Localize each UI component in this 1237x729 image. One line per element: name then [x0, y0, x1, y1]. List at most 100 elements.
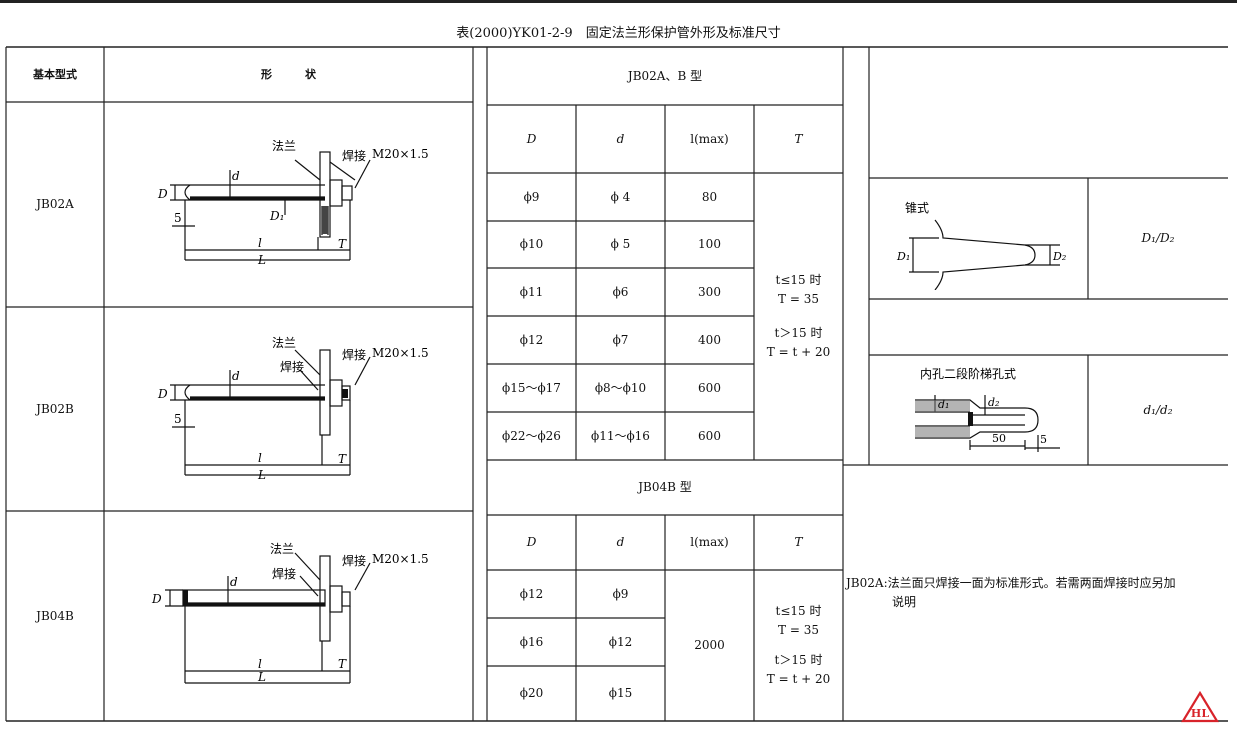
cone-label: 锥式	[905, 201, 929, 215]
step-dim-50: 50	[992, 432, 1006, 445]
dim-l: l	[258, 236, 262, 250]
jb04-r1-D: ϕ12	[519, 586, 544, 601]
dim-d: d	[232, 169, 240, 183]
col-lmax: l(max)	[690, 131, 729, 146]
jb02-r5-l: 600	[698, 380, 721, 395]
jb04-col-lmax: l(max)	[690, 535, 729, 550]
label-weld: 焊接	[280, 359, 304, 374]
jb04-col-T: T	[794, 535, 803, 550]
jb04-l-value: 2000	[694, 638, 725, 653]
jb02-r2-d: ϕ 5	[610, 237, 631, 252]
dim-d: d	[232, 369, 240, 383]
jb02-r3-d: ϕ6	[612, 284, 629, 299]
jb02-r3-D: ϕ11	[519, 284, 544, 299]
jb02-r5-d: ϕ8～ϕ10	[594, 380, 647, 395]
dim-L: L	[257, 670, 266, 684]
note-line-2: 说明	[892, 594, 917, 609]
jb04-r3-D: ϕ20	[519, 686, 544, 701]
jb04-r1-d: ϕ9	[612, 586, 629, 601]
cone-dim-D1: D₁	[896, 250, 910, 263]
label-thread: M20×1.5	[372, 346, 429, 360]
top-rule	[0, 0, 1237, 3]
header-type: 基本型式	[33, 67, 77, 81]
step-dim-5: 5	[1040, 433, 1047, 446]
dim-D1: D₁	[269, 209, 284, 223]
drawing-jb02b: 法兰 焊接 焊接 M20×1.5 D d 5 l L T	[157, 336, 429, 482]
jb02-T-cond2: t＞15 时	[774, 325, 823, 340]
jb02-T-val1: T = 35	[778, 292, 819, 307]
jb04-col-D: D	[526, 535, 537, 550]
jb04-T-rule: t≤15 时 T = 35 t＞15 时 T = t + 20	[754, 570, 843, 721]
type-jb02a: JB02A	[36, 197, 74, 212]
label-thread: M20×1.5	[372, 147, 429, 161]
jb02-r4-d: ϕ7	[612, 332, 629, 347]
drawing-jb02a: 法兰 焊接 M20×1.5 D d D₁ 5 l L T	[157, 140, 429, 267]
jb02-r1-D: ϕ9	[523, 189, 540, 204]
col-D: D	[526, 131, 537, 146]
jb02-r4-l: 400	[698, 332, 721, 347]
label-weld-right: 焊接	[342, 347, 366, 362]
jb02-r2-l: 100	[698, 237, 721, 252]
dim-T: T	[338, 657, 347, 671]
dim-T: T	[338, 452, 347, 466]
logo-text: HL	[1191, 707, 1209, 720]
page-title: 表(2000)YK01-2-9 固定法兰形保护管外形及标准尺寸	[456, 26, 781, 41]
dim-5: 5	[174, 412, 182, 426]
jb02-title: JB02A、B 型	[627, 68, 703, 83]
col-d: d	[616, 131, 625, 146]
jb04-r3-d: ϕ15	[608, 686, 633, 701]
jb02-r6-d: ϕ11～ϕ16	[591, 428, 650, 443]
note-jb02a: JB02A:法兰面只焊接一面为标准形式。若需两面焊接时应另加 说明	[846, 574, 1231, 611]
jb04-T-val2: T = t + 20	[766, 671, 831, 686]
jb04-r2-d: ϕ12	[608, 634, 633, 649]
drawing-cone: 锥式 D₁ D₂	[896, 201, 1066, 290]
jb04-title: JB04B 型	[638, 480, 692, 495]
jb02-r4-D: ϕ12	[519, 332, 544, 347]
jb02-T-val2: T = t + 20	[766, 344, 831, 359]
jb02-r5-D: ϕ15～ϕ17	[502, 380, 561, 395]
jb04-T-cond1: t≤15 时	[775, 604, 822, 619]
type-jb04b: JB04B	[36, 608, 74, 623]
dim-D: D	[151, 592, 162, 606]
drawing-jb04b: 法兰 焊接 焊接 M20×1.5 D d l L T	[151, 542, 429, 684]
publisher-logo: HL	[1181, 690, 1219, 723]
step-dim-d1: d₁	[938, 398, 949, 411]
dim-L: L	[257, 468, 266, 482]
label-weld: 焊接	[272, 566, 296, 581]
jb02-r6-l: 600	[698, 428, 721, 443]
step-label: 内孔二段阶梯孔式	[920, 366, 1016, 381]
label-thread: M20×1.5	[372, 552, 429, 566]
dim-D: D	[157, 187, 168, 201]
step-value: d₁/d₂	[1143, 402, 1173, 417]
jb02-r3-l: 300	[698, 284, 721, 299]
dim-5: 5	[174, 211, 182, 225]
step-dim-d2: d₂	[988, 396, 999, 409]
dim-d: d	[230, 575, 238, 589]
jb04-T-cond2: t＞15 时	[774, 652, 823, 667]
header-shape: 形 状	[261, 67, 316, 81]
label-flange: 法兰	[272, 336, 296, 350]
col-T: T	[794, 131, 803, 146]
jb02-r1-l: 80	[701, 189, 718, 204]
cone-dim-D2: D₂	[1052, 250, 1066, 263]
drawing-stepped-bore: 内孔二段阶梯孔式 d₁ d₂ 50 5	[915, 366, 1060, 452]
label-flange: 法兰	[272, 140, 296, 153]
jb02-r1-d: ϕ 4	[610, 189, 631, 204]
jb02-r6-D: ϕ22～ϕ26	[502, 428, 561, 443]
jb02-T-rule: t≤15 时 T = 35 t＞15 时 T = t + 20	[754, 173, 843, 460]
dim-l: l	[258, 657, 262, 671]
cone-value: D₁/D₂	[1141, 231, 1175, 246]
label-weld: 焊接	[342, 148, 366, 163]
dim-l: l	[258, 451, 262, 465]
dim-D: D	[157, 387, 168, 401]
label-flange: 法兰	[270, 542, 294, 556]
dim-T: T	[338, 237, 347, 251]
label-weld-right: 焊接	[342, 553, 366, 568]
jb02-T-cond1: t≤15 时	[775, 273, 822, 288]
jb02-r2-D: ϕ10	[519, 237, 544, 252]
jb04-T-val1: T = 35	[778, 623, 819, 638]
jb04-r2-D: ϕ16	[519, 634, 544, 649]
dim-L: L	[257, 253, 266, 267]
type-jb02b: JB02B	[36, 401, 74, 416]
